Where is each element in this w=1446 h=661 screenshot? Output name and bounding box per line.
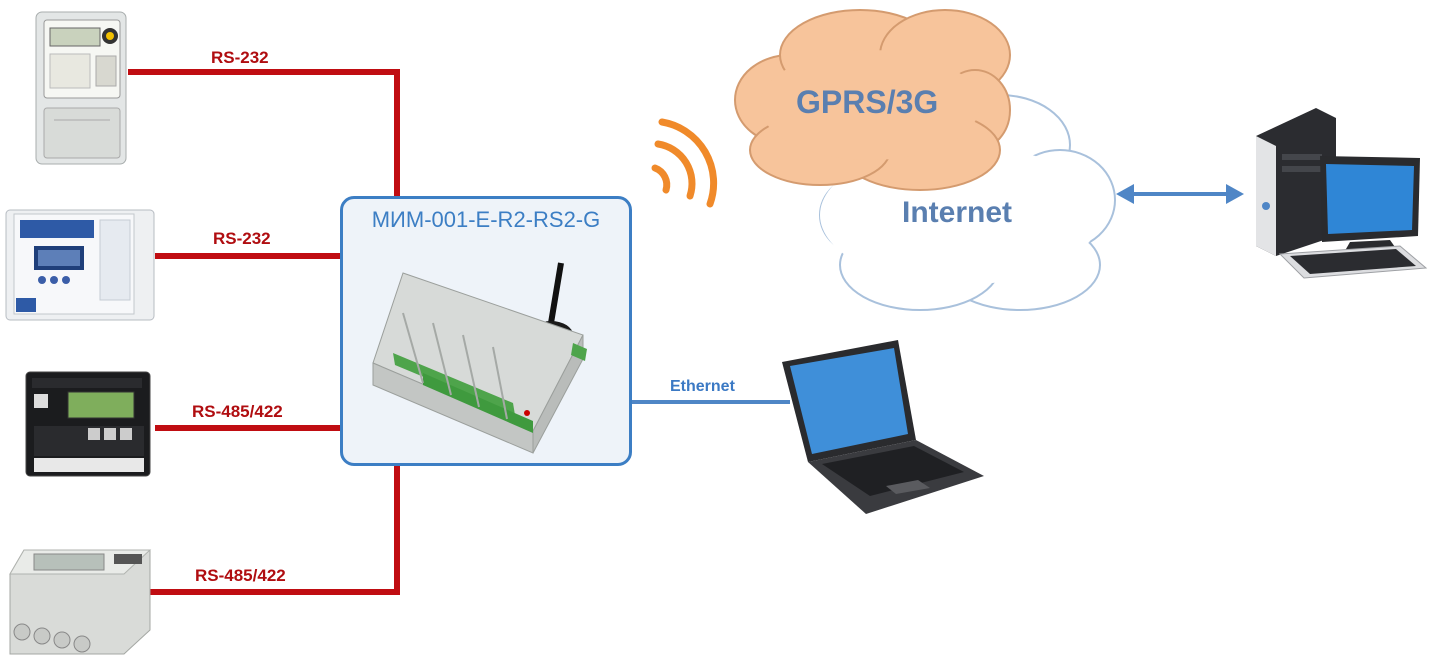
electricity-meter-icon (35, 11, 127, 165)
multiplexer-title: МИМ-001-E-R2-RS2-G (371, 207, 601, 232)
double-arrow-icon (1116, 184, 1244, 204)
metering-unit-icon (9, 549, 152, 655)
connection-label-2: RS-232 (213, 229, 271, 248)
internet-label: Internet (902, 196, 1013, 229)
wire-rs485-4 (150, 466, 400, 595)
wire-rs232-1 (128, 69, 400, 196)
relay-protection-unit-icon (5, 209, 155, 321)
wireless-signal-icon (651, 118, 718, 208)
connection-label-3: RS-485/422 (192, 402, 283, 421)
connection-label-1: RS-232 (211, 48, 269, 67)
laptop-icon (782, 340, 984, 514)
ethernet-label: Ethernet (670, 378, 735, 395)
connection-label-4: RS-485/422 (195, 566, 286, 585)
multiplexer-device-icon (372, 262, 587, 454)
gprs-label: GPRS/3G (796, 84, 939, 120)
desktop-computer-icon (1256, 108, 1428, 279)
multiplexer-box: МИМ-001-E-R2-RS2-G (340, 196, 632, 466)
telecontrol-controller-icon (25, 371, 151, 477)
